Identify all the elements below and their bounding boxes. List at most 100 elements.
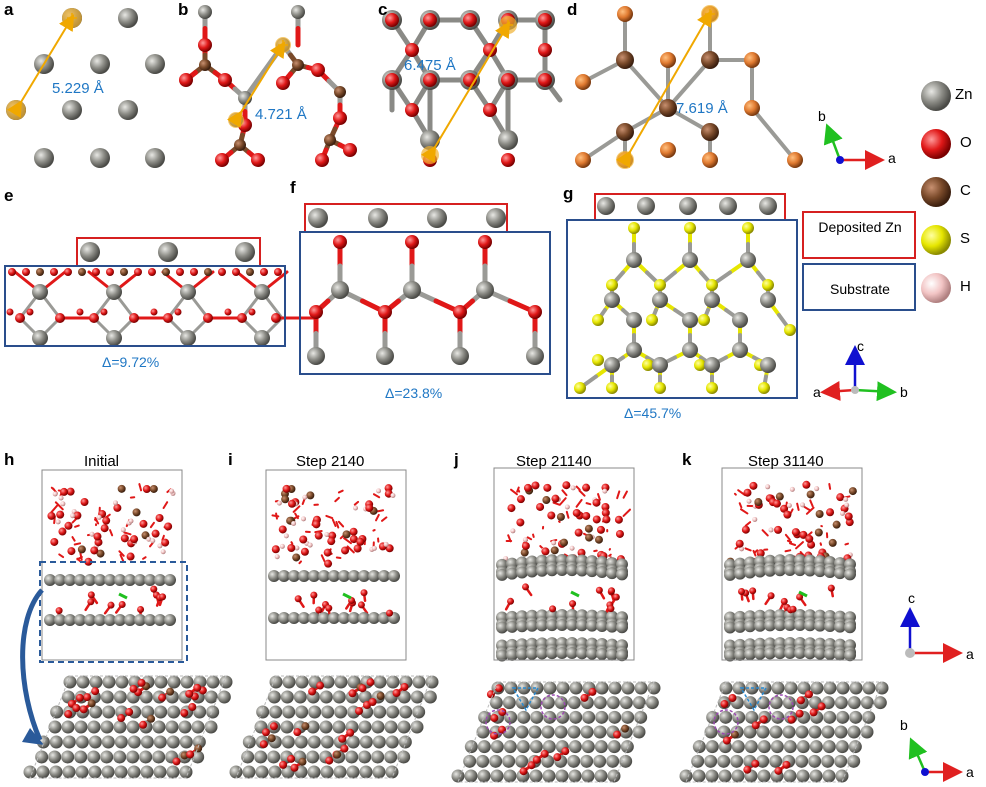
- atom-o: [309, 305, 323, 319]
- atom-zn: [106, 330, 122, 346]
- bond: [622, 508, 631, 517]
- atom-zn: [307, 347, 325, 365]
- atom-o: [355, 707, 364, 716]
- atom-c: [204, 268, 212, 276]
- axis-label-mid-b: b: [900, 384, 908, 400]
- atom-zn: [731, 740, 745, 754]
- atom-zn: [269, 675, 283, 689]
- atom-s: [742, 222, 754, 234]
- atom-o: [164, 522, 173, 531]
- atom-zn: [546, 619, 558, 632]
- atom-zn: [358, 570, 370, 582]
- atom-zn: [167, 705, 181, 719]
- atom-zn: [282, 705, 296, 719]
- atom-h: [58, 495, 64, 501]
- atom-o: [531, 481, 540, 490]
- atom-zn: [754, 565, 766, 578]
- panel-letter-c: c: [378, 0, 388, 19]
- atom-zn: [502, 696, 516, 710]
- atom-s: [758, 382, 770, 394]
- atom-s: [694, 359, 706, 371]
- atom-zn: [139, 690, 153, 704]
- md-cell: [493, 467, 635, 661]
- atom-o: [588, 687, 597, 696]
- atom-zn: [278, 570, 290, 582]
- atom-zn: [348, 612, 360, 624]
- atom-zn: [506, 620, 518, 633]
- atom-zn: [254, 330, 270, 346]
- atom-o: [325, 756, 334, 765]
- atom-zn: [180, 330, 196, 346]
- atom-o: [55, 607, 63, 615]
- atom-zn: [783, 740, 797, 754]
- atom-zn: [835, 740, 849, 754]
- bond: [803, 505, 811, 512]
- site-marker: [705, 9, 715, 19]
- bond: [559, 497, 567, 506]
- atom-c: [616, 123, 634, 141]
- atom-zn: [32, 330, 48, 346]
- atom-zn: [254, 750, 268, 764]
- atom-zn: [84, 574, 96, 586]
- atom-o: [353, 544, 362, 553]
- axis-label-lower-c: c: [908, 590, 915, 606]
- bond: [54, 501, 64, 511]
- bond: [118, 550, 125, 557]
- atom-zn: [164, 574, 176, 586]
- atom-zn: [412, 675, 426, 689]
- atom-zn: [106, 284, 122, 300]
- atom-h: [789, 486, 795, 492]
- atom-zn: [308, 705, 322, 719]
- atom-zn: [319, 690, 333, 704]
- panel-letter-h: h: [4, 450, 15, 469]
- atom-zn: [581, 769, 595, 783]
- bond: [563, 553, 570, 558]
- atom-zn: [541, 754, 555, 768]
- panel-letter-g: g: [563, 184, 574, 203]
- atom-h: [786, 502, 792, 508]
- atom-zn: [288, 612, 300, 624]
- atom-zn: [682, 312, 698, 328]
- bond: [298, 560, 303, 565]
- atom-c: [775, 492, 784, 501]
- atom-cu: [660, 142, 676, 158]
- bond: [561, 489, 568, 497]
- atom-zn: [179, 735, 193, 749]
- bond: [73, 542, 82, 546]
- atom-zn: [732, 342, 748, 358]
- atom-h: [60, 501, 66, 507]
- atom-zn: [704, 754, 718, 768]
- atom-h: [294, 545, 300, 551]
- atom-zn: [679, 197, 697, 215]
- atom-o: [368, 698, 377, 707]
- atom-zn: [164, 614, 176, 626]
- highlight-circle: [485, 709, 511, 735]
- substrate-box-g: [566, 219, 798, 399]
- highlight-circle: [540, 694, 566, 720]
- atom-zn: [267, 690, 281, 704]
- atom-zn: [566, 564, 578, 577]
- atom-zn: [104, 574, 116, 586]
- atom-zn: [606, 754, 620, 768]
- axis-label-top-a: a: [888, 150, 896, 166]
- atom-h: [921, 273, 951, 303]
- atom-zn: [345, 750, 359, 764]
- legend-deposited-zn-box: [802, 211, 916, 259]
- atom-zn: [94, 574, 106, 586]
- atom-o: [817, 702, 826, 711]
- atom-zn: [541, 696, 555, 710]
- atom-cu: [575, 74, 591, 90]
- bond: [109, 529, 114, 537]
- atom-zn: [543, 710, 557, 724]
- atom-zn: [368, 208, 388, 228]
- atom-o: [148, 268, 156, 276]
- atom-zn: [49, 765, 63, 779]
- atom-o: [595, 586, 603, 594]
- atom-zn: [593, 725, 607, 739]
- atom-zn: [567, 725, 581, 739]
- atom-o: [538, 73, 552, 87]
- atom-h: [301, 516, 307, 522]
- atom-o: [58, 527, 67, 536]
- atom-zn: [75, 765, 89, 779]
- atom-o: [271, 545, 280, 554]
